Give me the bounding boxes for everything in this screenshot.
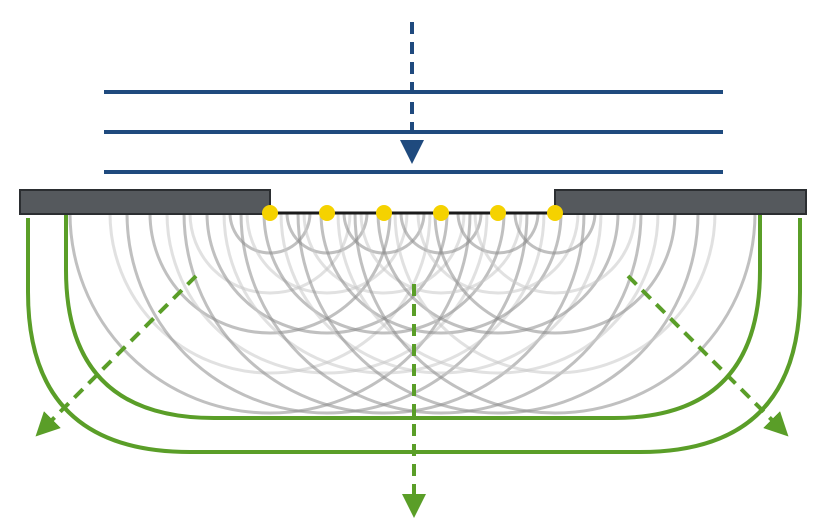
barrier-left [19,189,271,215]
diffracted-left-arrow [35,274,198,437]
secondary-source-point [547,205,563,221]
diffracted-wavefront-inner [64,212,762,420]
secondary-source-point [376,205,392,221]
diffracted-wavefront-outer [26,218,802,454]
secondary-source-point [262,205,278,221]
secondary-source-point [490,205,506,221]
secondary-sources [262,205,563,221]
diffracted-right-arrow [626,274,789,437]
secondary-source-point [319,205,335,221]
barrier-right [554,189,807,215]
secondary-source-point [433,205,449,221]
